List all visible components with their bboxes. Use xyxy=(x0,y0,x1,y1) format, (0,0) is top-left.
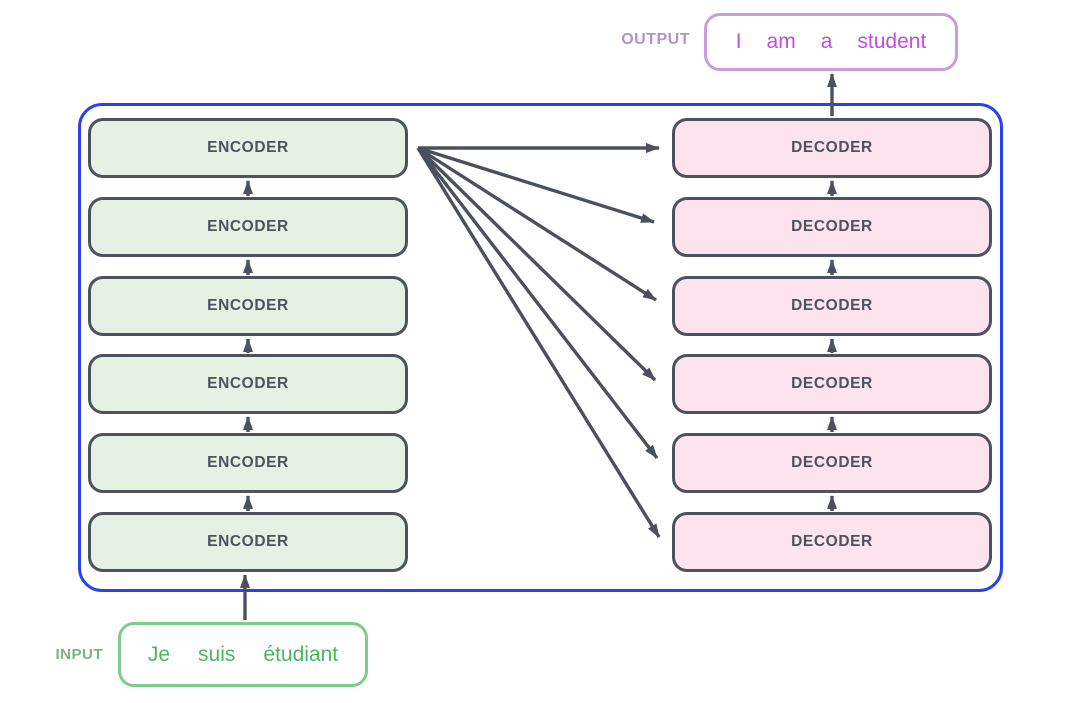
output-word-1: I xyxy=(735,30,742,53)
transformer-container-box xyxy=(78,103,1003,592)
encoder-box-4: ENCODER xyxy=(88,354,408,414)
encoder-box-5: ENCODER xyxy=(88,433,408,493)
input-word-2: suis xyxy=(198,642,236,666)
output-word-2: am xyxy=(766,30,796,53)
decoder-box-6: DECODER xyxy=(672,512,992,572)
input-sentence-box: Je suis étudiant xyxy=(118,622,368,687)
encoder-box-2: ENCODER xyxy=(88,197,408,257)
encoder-box-6: ENCODER xyxy=(88,512,408,572)
encoder-box-1: ENCODER xyxy=(88,118,408,178)
input-word-1: Je xyxy=(147,642,171,666)
input-word-3: étudiant xyxy=(263,642,339,666)
encoder-box-3: ENCODER xyxy=(88,276,408,336)
decoder-box-3: DECODER xyxy=(672,276,992,336)
input-label: INPUT xyxy=(55,646,103,663)
decoder-box-4: DECODER xyxy=(672,354,992,414)
output-label: OUTPUT xyxy=(621,31,690,48)
decoder-box-5: DECODER xyxy=(672,433,992,493)
decoder-box-2: DECODER xyxy=(672,197,992,257)
output-word-4: student xyxy=(857,30,927,53)
decoder-box-1: DECODER xyxy=(672,118,992,178)
output-word-3: a xyxy=(820,30,833,53)
